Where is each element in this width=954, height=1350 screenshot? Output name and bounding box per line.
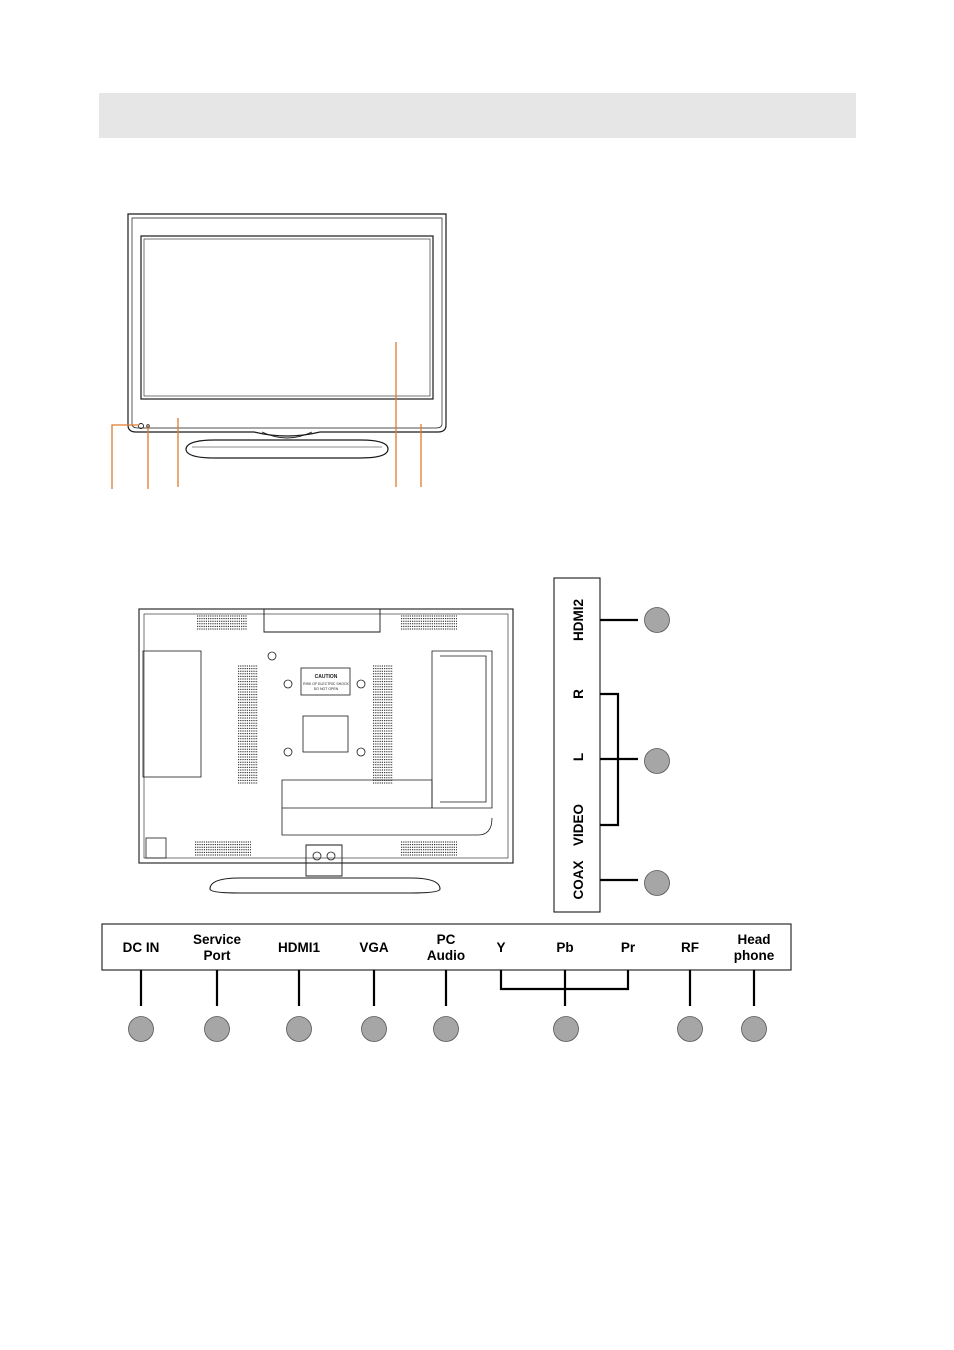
side-terminal-panel [553, 577, 601, 913]
tv-rear-right-terminal-panel [431, 650, 493, 809]
callout-dot-headphone [741, 1016, 767, 1042]
tv-rear-left-panel [142, 650, 202, 778]
tv-rear-neck-screw-right [326, 851, 336, 861]
bottom-label-hdmi1: HDMI1 [278, 940, 320, 955]
side-label-r: R [571, 689, 586, 699]
tv-rear-stand-base [209, 877, 441, 894]
side-callouts [600, 618, 638, 882]
tv-rear-vents [195, 615, 457, 856]
vesa-screw-3 [283, 747, 293, 757]
bottom-label-y: Y [496, 940, 505, 955]
power-indicator-icon [138, 423, 144, 429]
tv-rear-dc-jack-box [145, 837, 167, 859]
section-header-bar [99, 93, 856, 138]
bottom-label-headphone-2: phone [734, 948, 775, 963]
bottom-label-vga: VGA [359, 940, 389, 955]
callout-dot-av [644, 748, 670, 774]
bottom-label-rf: RF [681, 940, 699, 955]
callout-dot-hdmi2 [644, 607, 670, 633]
tv-rear-top-handle [263, 609, 381, 633]
front-callouts [111, 342, 422, 489]
tv-front-bezel-inner [131, 217, 443, 429]
side-label-coax: COAX [571, 860, 586, 899]
side-label-hdmi2: HDMI2 [571, 599, 586, 641]
tv-rear-housing [138, 608, 514, 864]
bottom-label-pc-audio-1: PC [437, 932, 456, 947]
callout-line-power-button [111, 424, 139, 489]
callout-bracket-component [499, 970, 630, 1006]
side-label-l: L [571, 753, 586, 761]
tv-front-bezel [127, 213, 447, 437]
callout-dot-pc-audio [433, 1016, 459, 1042]
vesa-screw-4 [356, 747, 366, 757]
tv-rear-neck-screw-left [312, 851, 322, 861]
bottom-label-service-port-1: Service [193, 932, 242, 947]
callout-dot-service-port [204, 1016, 230, 1042]
tv-front-screen-inner [143, 238, 431, 397]
tv-front-view [127, 213, 447, 459]
tv-rear-vesa-plate [302, 715, 349, 753]
bottom-callouts [139, 970, 756, 1006]
caution-label-line-1: RISK OF ELECTRIC SHOCK [303, 682, 349, 686]
bottom-callout-dots [128, 1016, 767, 1042]
tv-rear-label-plate [300, 667, 351, 696]
callout-bracket-av [600, 692, 638, 827]
callout-dot-vga [361, 1016, 387, 1042]
tv-front-screen [140, 235, 434, 400]
bottom-terminal-panel [101, 923, 792, 971]
vesa-screw-1 [283, 679, 293, 689]
callout-dot-component [553, 1016, 579, 1042]
callout-dot-rf [677, 1016, 703, 1042]
tv-front-neck [261, 431, 313, 439]
caution-label-title: CAUTION [315, 674, 338, 680]
side-callout-dots [644, 607, 670, 896]
tv-rear-view [138, 608, 514, 894]
callout-dot-coax [644, 870, 670, 896]
rear-grounding-icon [267, 651, 277, 661]
bottom-label-pb: Pb [556, 940, 573, 955]
callout-dot-hdmi1 [286, 1016, 312, 1042]
bottom-label-service-port-2: Port [204, 948, 232, 963]
bottom-label-headphone-1: Head [737, 932, 770, 947]
bottom-label-pc-audio-2: Audio [427, 948, 465, 963]
vesa-screw-2 [356, 679, 366, 689]
tv-rear-stand-neck [305, 844, 343, 877]
tv-rear-housing-inner [143, 613, 509, 859]
caution-label-line-2: DO NOT OPEN [314, 687, 339, 691]
side-label-video: VIDEO [571, 804, 586, 846]
callout-dot-dc-in [128, 1016, 154, 1042]
tv-front-stand-base [185, 439, 389, 459]
bottom-label-pr: Pr [621, 940, 636, 955]
tv-rear-bottom-terminal-panel [281, 779, 493, 836]
bottom-label-dc-in: DC IN [123, 940, 160, 955]
